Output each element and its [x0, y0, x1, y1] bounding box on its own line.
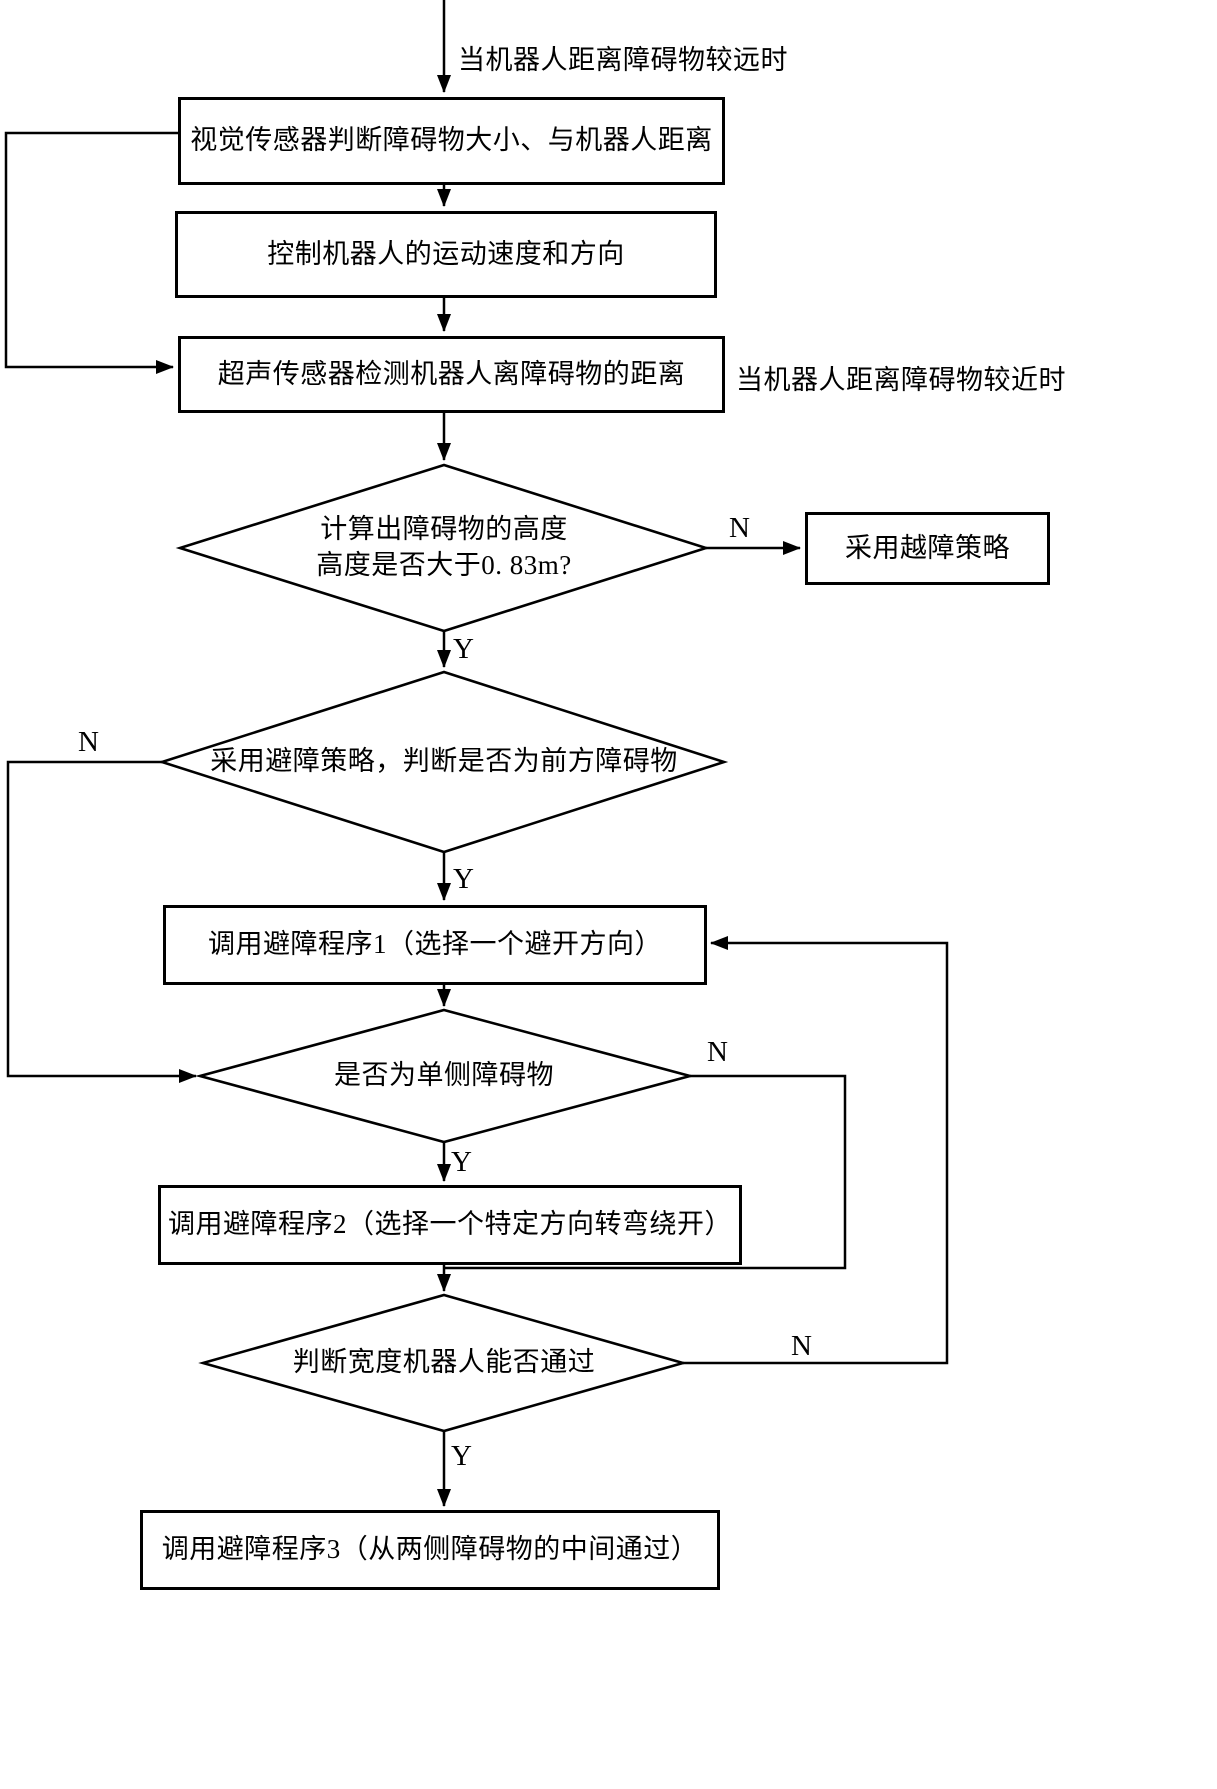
decision-height-label: 计算出障碍物的高度 高度是否大于0. 83m? [234, 510, 654, 586]
edge-label-single-no: N [707, 1036, 728, 1068]
edge-single-no [444, 1074, 847, 1270]
box-avoid-program-1: 调用避障程序1（选择一个避开方向） [163, 905, 707, 985]
edge-label-single-yes: Y [451, 1146, 472, 1178]
edge-label-height-no: N [729, 512, 750, 544]
edge-label-width-no: N [791, 1330, 812, 1362]
annotation-near-condition: 当机器人距离障碍物较近时 [736, 365, 1066, 395]
box-ultrasonic-sensor: 超声传感器检测机器人离障碍物的距离 [178, 336, 725, 413]
box-avoid-program-3: 调用避障程序3（从两侧障碍物的中间通过） [140, 1510, 720, 1590]
edge-label-front-yes: Y [453, 863, 474, 895]
decision-single-side-label: 是否为单侧障碍物 [334, 1060, 554, 1091]
edge-loop-vision-to-ultrasonic [4, 131, 178, 374]
decision-height-line1: 计算出障碍物的高度 [320, 514, 568, 545]
edge-width-no [683, 936, 949, 1365]
edge-front-no [6, 760, 197, 1083]
edge-label-width-yes: Y [451, 1440, 472, 1472]
box-overcome-strategy: 采用越障策略 [805, 512, 1050, 585]
box-motion-control: 控制机器人的运动速度和方向 [175, 211, 717, 298]
box-vision-sensor: 视觉传感器判断障碍物大小、与机器人距离 [178, 97, 725, 185]
annotation-far-condition: 当机器人距离障碍物较远时 [458, 45, 788, 75]
decision-width-label: 判断宽度机器人能否通过 [292, 1347, 596, 1378]
box-avoid-program-2: 调用避障程序2（选择一个特定方向转弯绕开） [158, 1185, 742, 1265]
edge-label-height-yes: Y [453, 633, 474, 665]
decision-front-label: 采用避障策略，判断是否为前方障碍物 [210, 746, 678, 777]
decision-height-line2: 高度是否大于0. 83m? [316, 550, 572, 580]
edge-label-front-no: N [78, 726, 99, 758]
